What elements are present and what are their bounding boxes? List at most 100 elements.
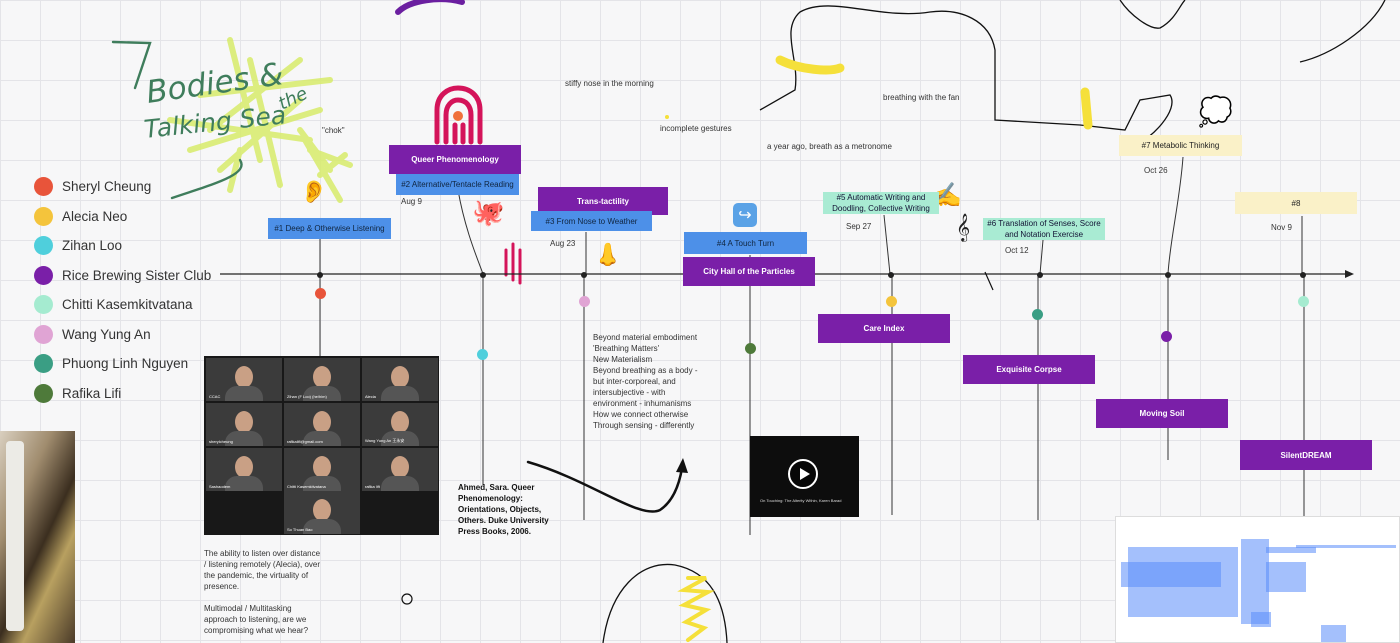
zoom-tile: So Thuan Bao [284, 491, 360, 534]
octopus-icon[interactable]: 🐙 [472, 197, 505, 227]
participant-dot[interactable] [1161, 331, 1172, 342]
note-chok[interactable]: "chok" [322, 126, 345, 135]
participant-dot[interactable] [1032, 309, 1043, 320]
session-4-label[interactable]: #4 A Touch Turn [684, 232, 807, 254]
timeline-arrowhead [1345, 270, 1354, 278]
note-incomplete-gestures[interactable]: incomplete gestures [660, 124, 732, 133]
session-2-label[interactable]: #2 Alternative/Tentacle Reading [396, 174, 519, 195]
purple-stroke [395, 0, 465, 15]
participant-dot[interactable] [1298, 296, 1309, 307]
tile-name: Wang Yung An 王永安 [365, 438, 405, 443]
session-6-label[interactable]: #6 Translation of Senses, Score and Nota… [983, 218, 1105, 240]
tile-name: Zihan (F Loo) (he/him) [287, 394, 327, 399]
legend-name: Sheryl Cheung [62, 179, 152, 195]
session-7-label[interactable]: #7 Metabolic Thinking [1119, 135, 1242, 156]
video-embed[interactable]: On Touching: The Alterity Within, Karen … [750, 436, 859, 517]
minimap-block [1321, 625, 1346, 642]
session-2-header[interactable]: Queer Phenomenology [389, 145, 521, 174]
minimap-block [1266, 562, 1306, 592]
session-4-header[interactable]: City Hall of the Particles [683, 257, 815, 286]
tile-name: rafikalifi@gmail.com [287, 439, 323, 444]
legend-dot [34, 236, 53, 256]
note-listening[interactable]: The ability to listen over distance / li… [204, 549, 321, 635]
zoom-tile: Chitti Kasemkitvatana [284, 448, 360, 491]
legend-name: Alecia Neo [62, 208, 128, 224]
legend-item: Alecia Neo [34, 202, 211, 232]
zoom-call-screenshot[interactable]: CCAC Zihan (F Loo) (he/him) Alecia shery… [204, 356, 439, 535]
minimap-block [1296, 545, 1396, 548]
tile-name: Chitti Kasemkitvatana [287, 484, 326, 489]
zoom-tile: Zihan (F Loo) (he/him) [284, 358, 360, 401]
note-breathing-fan[interactable]: breathing with the fan [883, 93, 960, 102]
session-6-date: Oct 12 [1005, 246, 1029, 255]
note-ahmed-reference[interactable]: Ahmed, Sara. Queer Phenomenology: Orient… [458, 483, 549, 536]
session-8-footer[interactable]: SilentDREAM [1240, 440, 1372, 470]
music-clef-icon[interactable]: 𝄞 [956, 214, 971, 241]
zoom-tile: rafikalifi@gmail.com [284, 403, 360, 446]
legend-name: Rafika Lifi [62, 385, 122, 401]
title-talking-sea: Talking Sea [143, 100, 288, 144]
red-lines-doodle [504, 242, 522, 285]
legend-dot [34, 324, 53, 344]
tile-name: rafika lift [365, 484, 380, 489]
nose-icon[interactable]: 👃 [594, 242, 622, 267]
session-8-label[interactable]: #8 [1235, 192, 1357, 214]
photo-image[interactable] [0, 431, 75, 643]
video-caption: On Touching: The Alterity Within, Karen … [760, 498, 842, 503]
zoom-tile: rafika lift [362, 448, 438, 491]
board-minimap[interactable] [1115, 516, 1400, 643]
legend-name: Phuong Linh Nguyen [62, 356, 189, 372]
ear-icon[interactable]: 👂 [300, 179, 328, 204]
session-6-footer[interactable]: Exquisite Corpse [963, 355, 1095, 384]
tile-name: Sashaodem [209, 484, 231, 489]
legend-item: Zihan Loo [34, 231, 211, 261]
turn-arrow-icon[interactable]: ↪ [733, 203, 757, 227]
legend-name: Wang Yung An [62, 326, 151, 342]
curved-arrow-head [676, 458, 688, 473]
legend-dot [34, 354, 53, 374]
session-5-label[interactable]: #5 Automatic Writing and Doodling, Colle… [823, 192, 939, 214]
session-3-header[interactable]: Trans-tactility [538, 187, 668, 215]
note-beyond-material[interactable]: Beyond material embodiment 'Breathing Ma… [593, 333, 698, 430]
participant-dot[interactable] [745, 343, 756, 354]
yellow-dot [665, 115, 669, 119]
participant-dot[interactable] [477, 349, 488, 360]
session-1-label[interactable]: #1 Deep & Otherwise Listening [268, 218, 391, 239]
session-8-date: Nov 9 [1271, 223, 1292, 232]
short-stroke [984, 271, 994, 291]
legend-dot [34, 295, 53, 315]
tile-name: sherylcheung [209, 439, 233, 444]
tile-name: Alecia [365, 394, 376, 399]
small-circle [401, 593, 413, 605]
yellow-stroke-2 [1080, 87, 1093, 130]
black-pen-line-2 [1119, 0, 1186, 29]
legend-dot [34, 206, 53, 226]
session-3-label[interactable]: #3 From Nose to Weather [531, 211, 652, 231]
session-7-footer[interactable]: Moving Soil [1096, 399, 1228, 428]
black-pen-line [759, 5, 1173, 146]
zoom-tile: Sashaodem [206, 448, 282, 491]
legend-name: Rice Brewing Sister Club [62, 267, 212, 283]
participant-dot[interactable] [579, 296, 590, 307]
session-5-footer[interactable]: Care Index [818, 314, 950, 343]
note-stiffy-nose[interactable]: stiffy nose in the morning [565, 79, 654, 88]
participant-dot[interactable] [315, 288, 326, 299]
minimap-block [1121, 562, 1221, 587]
thought-bubble-icon[interactable]: 💭 [1198, 96, 1233, 127]
title-the: the [275, 83, 311, 115]
zoom-tile: Alecia [362, 358, 438, 401]
tile-name: So Thuan Bao [287, 527, 313, 532]
zoom-tile: CCAC [206, 358, 282, 401]
minimap-block [1241, 539, 1269, 624]
legend-item: Rafika Lifi [34, 379, 211, 409]
legend-dot [34, 177, 53, 197]
zoom-tile: Wang Yung An 王永安 [362, 403, 438, 446]
session-5-date: Sep 27 [846, 222, 872, 231]
orange-dot-doodle [453, 111, 463, 121]
legend-item: Wang Yung An [34, 320, 211, 350]
note-year-ago[interactable]: a year ago, breath as a metronome [767, 142, 892, 151]
participant-dot[interactable] [886, 296, 897, 307]
legend-item: Sheryl Cheung [34, 172, 211, 202]
play-icon[interactable] [788, 459, 818, 489]
title-bodies: Bodies & [144, 56, 285, 111]
